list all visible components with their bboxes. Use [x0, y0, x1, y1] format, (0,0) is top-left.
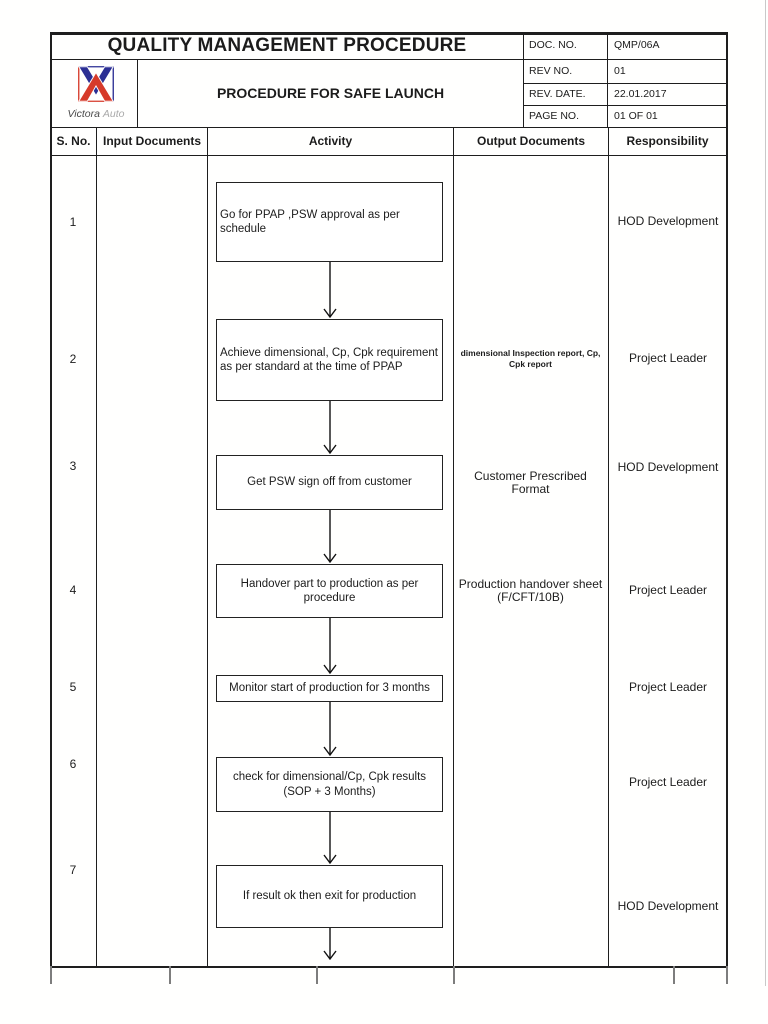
- meta-value-rev-no: 01: [614, 64, 626, 77]
- activity-box: Achieve dimensional, Cp, Cpk requirement…: [216, 319, 443, 401]
- footer-row-divider: [169, 966, 171, 984]
- output-documents-text: Customer Prescribed Format: [474, 468, 587, 496]
- activity-box: Go for PPAP ,PSW approval as per schedul…: [216, 182, 443, 262]
- column-header-activity: Activity: [308, 133, 353, 148]
- flow-arrow-down-icon: [323, 262, 337, 318]
- meta-divider-2: [523, 105, 728, 106]
- column-header-sno: S. No.: [56, 133, 91, 148]
- table-bottom-border: [50, 966, 728, 968]
- header-divider-1: [50, 59, 728, 60]
- header-divider-2: [50, 127, 728, 128]
- footer-row-divider: [316, 966, 318, 984]
- row-sno: 2: [69, 352, 77, 366]
- row-sno: 4: [69, 583, 77, 597]
- activity-box: Monitor start of production for 3 months: [216, 675, 443, 702]
- column-header-responsibility: Responsibility: [626, 133, 709, 148]
- scan-edge-artifact: [765, 0, 766, 986]
- logo-brand-secondary: Auto: [102, 108, 125, 120]
- col-border-input: [207, 127, 208, 966]
- row-sno: 3: [69, 459, 77, 473]
- activity-box: If result ok then exit for production: [216, 865, 443, 928]
- table-top-border: [50, 32, 728, 35]
- footer-row-divider: [673, 966, 675, 984]
- col-border-output: [453, 127, 454, 966]
- meta-divider-1: [523, 83, 728, 84]
- footer-row-divider: [726, 966, 728, 984]
- col-border-sno: [96, 127, 97, 966]
- column-header-output-documents: Output Documents: [477, 133, 585, 148]
- col-border-responsibility: [608, 127, 609, 966]
- colheader-bottom-border: [50, 155, 728, 156]
- row-sno: 5: [69, 680, 77, 694]
- responsibility-text: Project Leader: [628, 775, 708, 790]
- row-sno: 7: [69, 863, 77, 877]
- responsibility-text: Project Leader: [628, 680, 708, 695]
- flow-arrow-down-icon: [323, 702, 337, 756]
- footer-row-divider: [50, 966, 52, 984]
- responsibility-text: Project Leader: [628, 351, 708, 366]
- activity-box: Get PSW sign off from customer: [216, 455, 443, 510]
- flow-arrow-down-icon: [323, 401, 337, 454]
- flow-arrow-down-icon: [323, 510, 337, 563]
- responsibility-text: HOD Development: [617, 460, 719, 475]
- table-right-border: [726, 32, 728, 968]
- responsibility-text: HOD Development: [617, 899, 719, 914]
- output-documents-text: dimensional Inspection report, Cp, Cpk r…: [460, 347, 601, 369]
- meta-label-rev-date: REV. DATE.: [529, 87, 586, 100]
- footer-row-divider: [453, 966, 455, 984]
- logo-cell-border: [137, 59, 138, 127]
- meta-label-page-no: PAGE NO.: [529, 109, 579, 122]
- meta-value-rev-date: 22.01.2017: [614, 87, 667, 100]
- meta-left-border: [523, 32, 524, 127]
- row-sno: 1: [69, 215, 77, 229]
- row-sno: 6: [69, 757, 77, 771]
- meta-label-doc-no: DOC. NO.: [529, 39, 577, 52]
- output-documents-text: Production handover sheet (F/CFT/10B): [458, 576, 603, 604]
- column-header-input-documents: Input Documents: [103, 133, 201, 148]
- meta-value-border: [607, 32, 608, 127]
- responsibility-text: Project Leader: [628, 583, 708, 598]
- page-title: QUALITY MANAGEMENT PROCEDURE: [107, 35, 467, 57]
- company-logo: Victora Auto: [56, 61, 136, 125]
- meta-value-doc-no: QMP/06A: [614, 39, 660, 52]
- activity-box: check for dimensional/Cp, Cpk results (S…: [216, 757, 443, 812]
- activity-box: Handover part to production as per proce…: [216, 564, 443, 618]
- victora-logo-icon: [77, 66, 115, 102]
- logo-brand-primary: Victora: [67, 108, 100, 120]
- meta-label-rev-no: REV NO.: [529, 64, 573, 77]
- responsibility-text: HOD Development: [617, 214, 719, 229]
- table-left-border: [50, 32, 52, 968]
- procedure-subtitle: PROCEDURE FOR SAFE LAUNCH: [216, 84, 445, 101]
- flow-arrow-down-icon: [323, 928, 337, 960]
- flow-arrow-down-icon: [323, 812, 337, 864]
- meta-value-page-no: 01 OF 01: [614, 109, 658, 122]
- logo-wordmark: Victora Auto: [67, 108, 124, 120]
- flow-arrow-down-icon: [323, 618, 337, 674]
